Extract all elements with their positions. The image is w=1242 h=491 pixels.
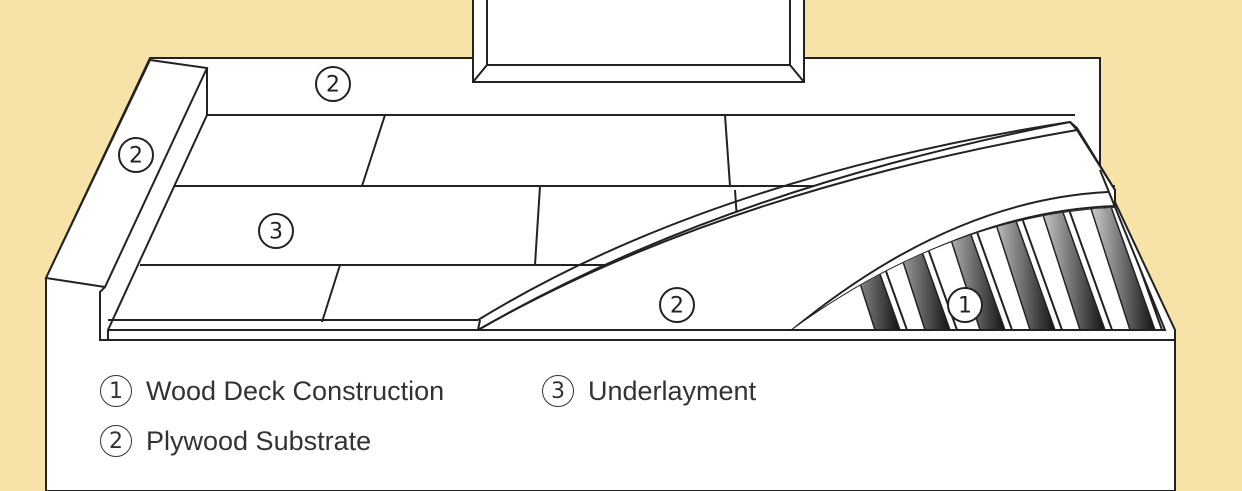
legend-item-underlayment: 3 Underlayment <box>542 375 756 407</box>
joist <box>1033 208 1107 330</box>
legend-number: 1 <box>100 375 132 407</box>
chimney <box>472 0 805 83</box>
plywood-cut <box>474 120 1116 331</box>
legend-number: 2 <box>100 425 132 457</box>
legend-label: Underlayment <box>588 375 757 406</box>
svg-text:2: 2 <box>129 144 143 169</box>
parapet <box>44 58 209 491</box>
svg-text:3: 3 <box>269 220 283 245</box>
legend-item-deck: 1 Wood Deck Construction <box>100 375 444 407</box>
joist <box>1083 208 1157 330</box>
marker-underlayment: 3 <box>258 213 294 249</box>
svg-text:1: 1 <box>958 294 972 319</box>
legend-number: 3 <box>542 375 574 407</box>
svg-text:2: 2 <box>670 294 684 319</box>
marker-deck: 1 <box>947 287 983 323</box>
legend-label: Wood Deck Construction <box>146 375 445 406</box>
marker-plywood-parapet: 2 <box>118 137 154 173</box>
marker-plywood-cut: 2 <box>659 287 695 323</box>
marker-plywood-top: 2 <box>315 66 351 102</box>
legend-item-plywood: 2 Plywood Substrate <box>100 425 371 457</box>
joist-edge <box>1061 208 1113 330</box>
svg-text:2: 2 <box>326 73 340 98</box>
legend-label: Plywood Substrate <box>146 425 372 456</box>
